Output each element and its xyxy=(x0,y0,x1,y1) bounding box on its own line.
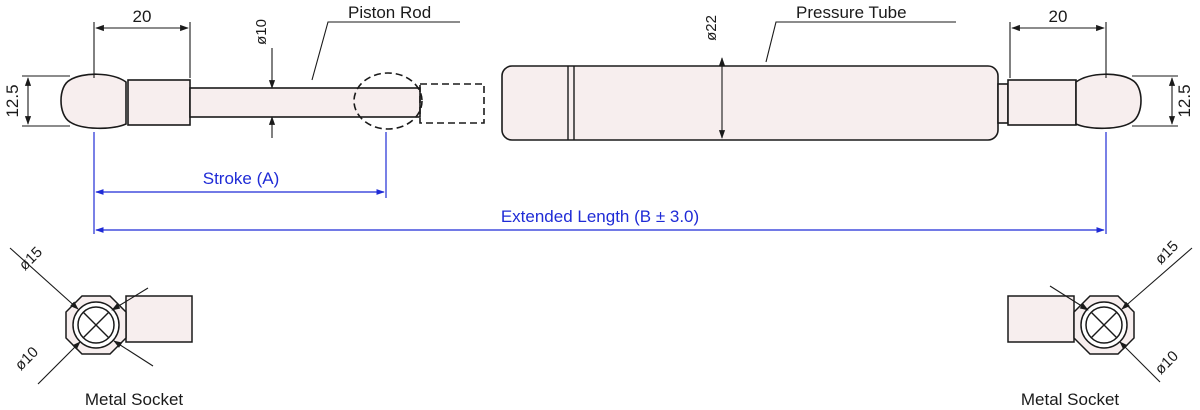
hidden-rod-outline xyxy=(419,83,485,124)
tube-diameter-label: ø22 xyxy=(703,15,720,41)
left-socket-inner-diameter: ø10 xyxy=(12,344,42,374)
left-socket-height-label: 12.5 xyxy=(3,84,22,117)
pressure-tube-label: Pressure Tube xyxy=(796,3,907,22)
retracted-socket-outline xyxy=(353,72,423,130)
right-ball-socket xyxy=(1075,73,1142,130)
rod-diameter-label: ø10 xyxy=(253,19,270,45)
piston-rod xyxy=(189,87,421,118)
stroke-label: Stroke (A) xyxy=(203,169,280,188)
pressure-tube xyxy=(501,65,999,141)
right-socket-inner-diameter: ø10 xyxy=(1152,348,1182,378)
right-metal-socket-detail xyxy=(1007,295,1135,355)
left-fitting-length-label: 20 xyxy=(133,7,152,26)
right-neck xyxy=(997,83,1009,124)
piston-rod-label: Piston Rod xyxy=(348,3,431,22)
left-end-sleeve xyxy=(127,79,191,126)
right-socket-caption: Metal Socket xyxy=(1021,390,1120,409)
left-ball-socket xyxy=(60,73,127,130)
black-dimensions xyxy=(22,21,1178,139)
right-fitting-length-label: 20 xyxy=(1049,7,1068,26)
right-socket-outer-diameter: ø15 xyxy=(1152,238,1182,268)
right-end-sleeve xyxy=(1007,79,1077,126)
blue-dimensions xyxy=(93,132,1107,234)
left-socket-leaders xyxy=(9,247,154,385)
left-metal-socket-detail xyxy=(65,295,193,355)
left-socket-caption: Metal Socket xyxy=(85,390,184,409)
extended-length-label: Extended Length (B ± 3.0) xyxy=(501,207,699,226)
right-socket-height-label: 12.5 xyxy=(1175,84,1194,117)
gas-spring-side-view xyxy=(60,65,1142,141)
right-socket-leaders xyxy=(1049,247,1193,383)
left-socket-outer-diameter: ø15 xyxy=(16,244,46,274)
